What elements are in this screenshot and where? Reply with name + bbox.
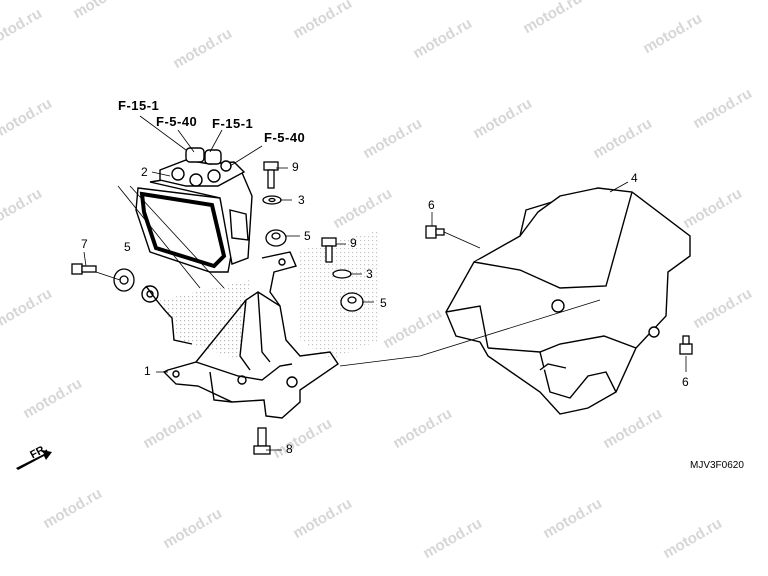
abs-modulator-part [135, 147, 253, 273]
shading [160, 280, 250, 360]
callout-number: 7 [81, 237, 88, 251]
callout-number: 2 [141, 165, 148, 179]
screw-part-6-lower [679, 335, 693, 355]
cover-part [445, 187, 691, 415]
washer-part-3-upper [262, 195, 282, 205]
callout-number: 8 [286, 442, 293, 456]
ref-label: F-5-40 [156, 114, 198, 129]
leader-lines [83, 115, 687, 451]
rubber-part-5-lower [340, 292, 364, 312]
callout-number: 3 [298, 193, 305, 207]
callout-number: 6 [682, 375, 689, 389]
ref-label: F-15-1 [118, 98, 160, 113]
ref-label: F-5-40 [264, 130, 306, 145]
shading [300, 230, 380, 360]
callout-number: 5 [380, 296, 387, 310]
callout-number: 9 [292, 160, 299, 174]
callout-number: 5 [304, 229, 311, 243]
callout-number: 6 [428, 198, 435, 212]
callout-number: 4 [631, 171, 638, 185]
ref-label: F-15-1 [212, 116, 254, 131]
screw-part-6-upper [425, 225, 445, 239]
bolt-part-9-upper [263, 161, 279, 189]
bolt-part-9-lower [321, 237, 337, 263]
callout-number: 9 [350, 236, 357, 250]
diagram-code: MJV3F0620 [690, 460, 744, 471]
front-arrow-icon [16, 450, 52, 470]
rubber-part-5-left [113, 268, 135, 292]
callout-number: 5 [124, 240, 131, 254]
callout-number: 3 [366, 267, 373, 281]
bolt-part-7 [71, 263, 97, 275]
callout-number: 1 [144, 364, 151, 378]
rubber-part-5-upper [265, 229, 287, 247]
washer-part-3-lower [332, 269, 352, 279]
bracket-part [141, 251, 339, 419]
